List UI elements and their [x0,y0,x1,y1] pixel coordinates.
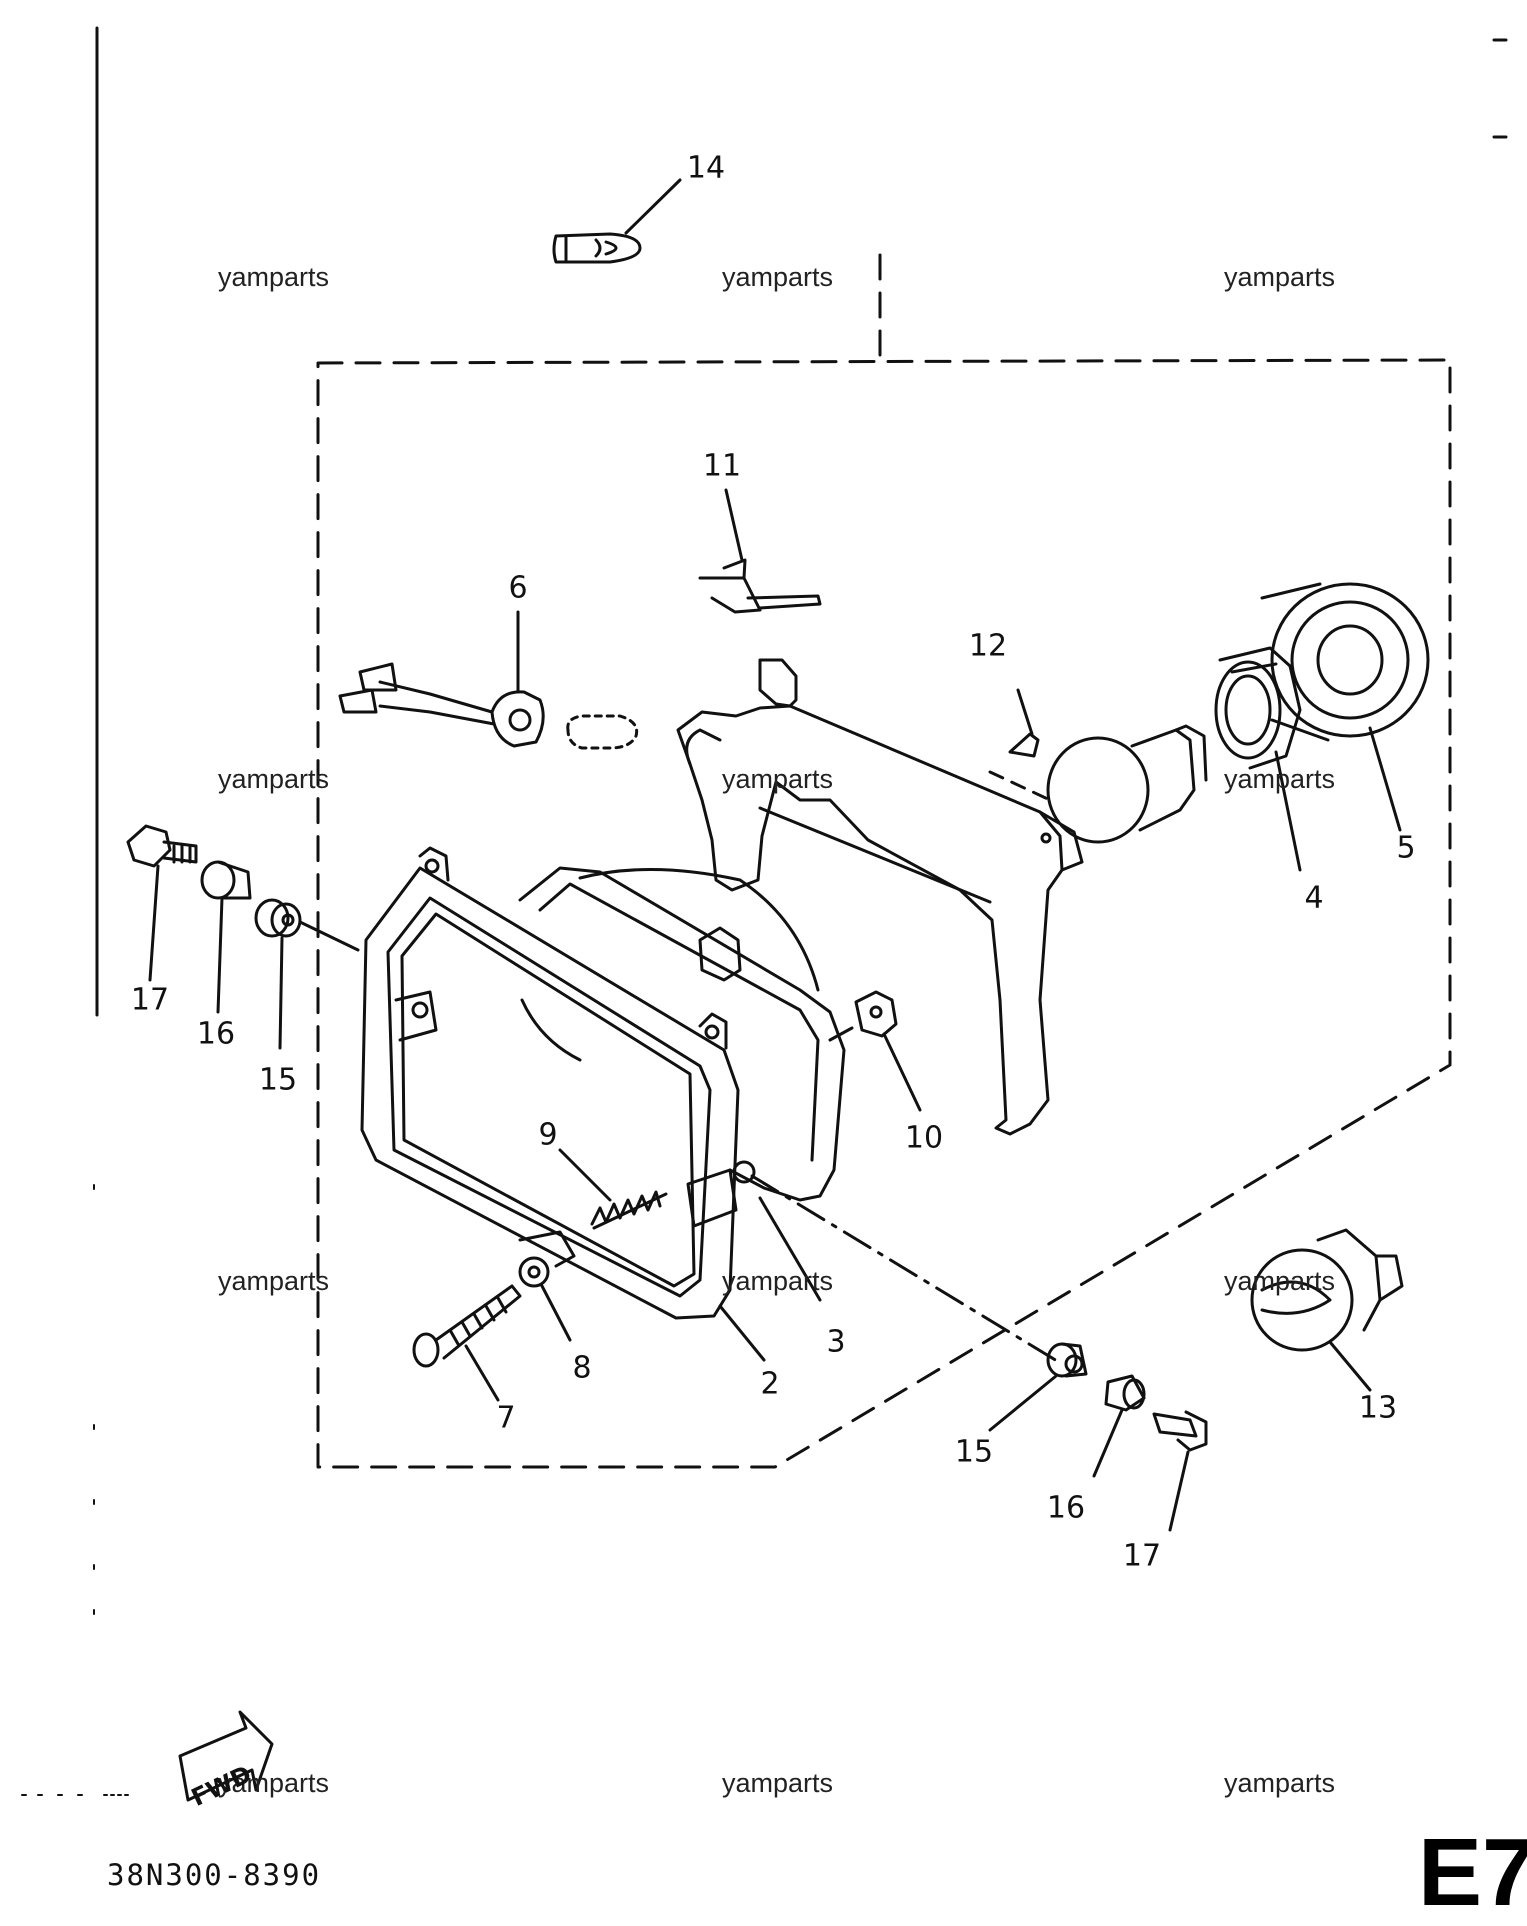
leader-2 [718,1304,766,1362]
leader-15b [988,1374,1058,1432]
dash-12 [988,770,1052,802]
scan-specks [21,1184,131,1796]
clip-8-detail [518,1230,576,1268]
collar-16-left-icon [200,860,252,900]
page-reference: E7 [1418,1819,1527,1926]
callout-3: 3 [826,1324,846,1360]
bolt-17-right-icon [1152,1410,1208,1452]
collar-16-right-icon [1104,1374,1146,1412]
leader-3 [758,1196,822,1302]
callout-14: 14 [686,150,726,186]
watermark: yamparts [218,1768,330,1798]
callout-17-right: 17 [1122,1538,1162,1574]
watermark: yamparts [722,764,834,794]
socket-6-icon [338,662,639,750]
fwd-arrow-icon [178,1710,274,1802]
screw-7-icon [412,1284,522,1368]
bulb-13-icon [1250,1228,1404,1352]
dash-10 [828,1026,854,1042]
callout-5: 5 [1396,830,1416,866]
nut-10-icon [854,990,898,1038]
diagram-part-code: 38N300-8390 [107,1858,322,1892]
watermark: yamparts [722,1768,834,1798]
assembly-boundary [316,358,1452,1469]
callout-15-right: 15 [954,1434,994,1470]
callout-17-left: 17 [130,982,170,1018]
axis-line-right [750,1174,1064,1366]
leader-16b [1092,1408,1124,1478]
leader-11 [724,488,744,562]
bulb-retainer-4-icon [1214,646,1302,770]
callout-6: 6 [508,570,528,606]
leader-13 [1328,1340,1372,1392]
leader-15a [278,936,284,1050]
callout-13: 13 [1358,1390,1398,1426]
watermark: yamparts [722,1266,834,1296]
headlight-bulb-icon [1046,724,1208,844]
callout-16-right: 16 [1046,1490,1086,1526]
callout-8: 8 [572,1350,592,1386]
spring-9-icon [590,1190,668,1230]
grommet-15-left-icon [254,898,302,938]
headlight-lens-unit [518,866,846,1202]
headlight-housing-bracket [676,658,1084,1136]
leader-9 [558,1148,612,1202]
bulb-12-icon [1008,732,1040,758]
washer-8-icon [518,1256,550,1288]
callout-15-left: 15 [258,1062,298,1098]
callout-9: 9 [538,1117,558,1153]
grommet-15-right-icon [1046,1342,1088,1378]
watermark: yamparts [1224,1266,1336,1296]
leader-4 [1274,750,1302,872]
leader-17a [148,864,160,982]
callout-11: 11 [702,448,742,484]
spring-clip-11-icon [698,558,822,614]
watermark: yamparts [218,764,330,794]
leader-14 [624,178,682,235]
callout-16-left: 16 [196,1016,236,1052]
leader-5 [1368,726,1402,832]
callout-7: 7 [496,1400,516,1436]
leader-16a [216,896,224,1014]
watermark: yamparts [218,262,330,292]
callout-12: 12 [968,628,1008,664]
watermark: yamparts [218,1266,330,1296]
axis-line-left [298,920,360,952]
leader-10 [882,1032,922,1112]
dust-cover-5-icon [1260,582,1430,742]
watermark: yamparts [722,262,834,292]
headlight-rim-2 [360,846,740,1320]
leader-12 [1016,688,1034,736]
bulb-14-icon [552,232,642,264]
bolt-17-left-icon [126,824,198,868]
callout-10: 10 [904,1120,944,1156]
callout-2: 2 [760,1366,780,1402]
callout-4: 4 [1304,880,1324,916]
leader-8 [540,1284,572,1342]
watermark: yamparts [1224,262,1336,292]
watermark: yamparts [1224,1768,1336,1798]
leader-7 [464,1344,500,1402]
leader-17b [1168,1450,1190,1532]
adjuster-3-icon [686,1160,756,1228]
watermark: yamparts [1224,764,1336,794]
